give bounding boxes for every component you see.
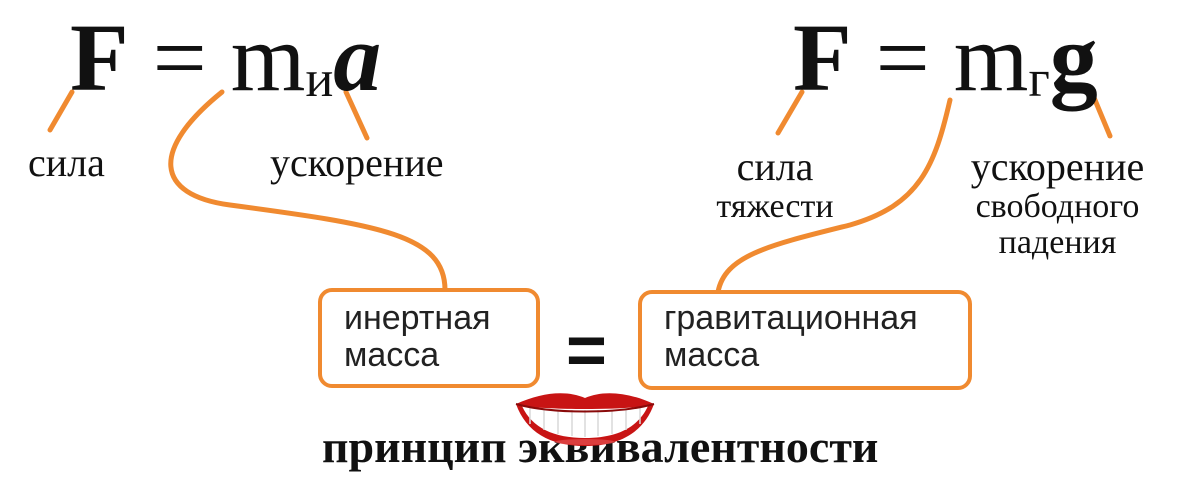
connector-right-mass xyxy=(715,97,953,295)
formula-inertial: F = mиa xyxy=(70,10,381,106)
mass-subscript: и xyxy=(305,51,334,108)
mass-equals-sign: = xyxy=(566,311,607,389)
gravitational-mass-line1: гравитационная xyxy=(664,299,918,337)
gravity-symbol: g xyxy=(1049,4,1098,111)
mass-symbol: m xyxy=(953,4,1029,111)
label-gravity-force-line2: тяжести xyxy=(716,188,834,225)
equals-sign: = xyxy=(875,4,930,111)
label-free-fall-acceleration: ускорение свободного падения xyxy=(945,145,1170,260)
label-free-fall-line1: ускорение xyxy=(970,144,1145,189)
connector-right-force xyxy=(775,89,805,136)
connector-left-mass xyxy=(168,89,448,293)
label-free-fall-line3: падения xyxy=(998,223,1117,261)
connector-left-accel xyxy=(343,89,370,141)
label-acceleration: ускорение xyxy=(270,140,444,185)
acceleration-symbol: a xyxy=(333,4,382,111)
force-symbol: F xyxy=(70,4,129,111)
mass-symbol: m xyxy=(230,4,306,111)
label-free-fall-line2: свободного xyxy=(975,188,1140,225)
formula-gravitational: F = mгg xyxy=(793,10,1098,106)
force-symbol: F xyxy=(793,4,852,111)
connector-right-accel xyxy=(1087,85,1113,139)
inertial-mass-line1: инертная xyxy=(344,299,491,337)
gravitational-mass-box: гравитационная масса xyxy=(638,290,972,390)
gravitational-mass-line2: масса xyxy=(664,336,760,375)
label-gravity-force: сила тяжести xyxy=(700,145,850,225)
label-force: сила xyxy=(28,140,105,185)
label-gravity-force-line1: сила xyxy=(736,144,814,189)
equals-sign: = xyxy=(152,4,207,111)
inertial-mass-box: инертная масса xyxy=(318,288,540,388)
lips-icon xyxy=(515,393,655,446)
inertial-mass-line2: масса xyxy=(344,336,440,375)
connector-left-force xyxy=(47,89,75,133)
mass-subscript: г xyxy=(1028,51,1050,108)
